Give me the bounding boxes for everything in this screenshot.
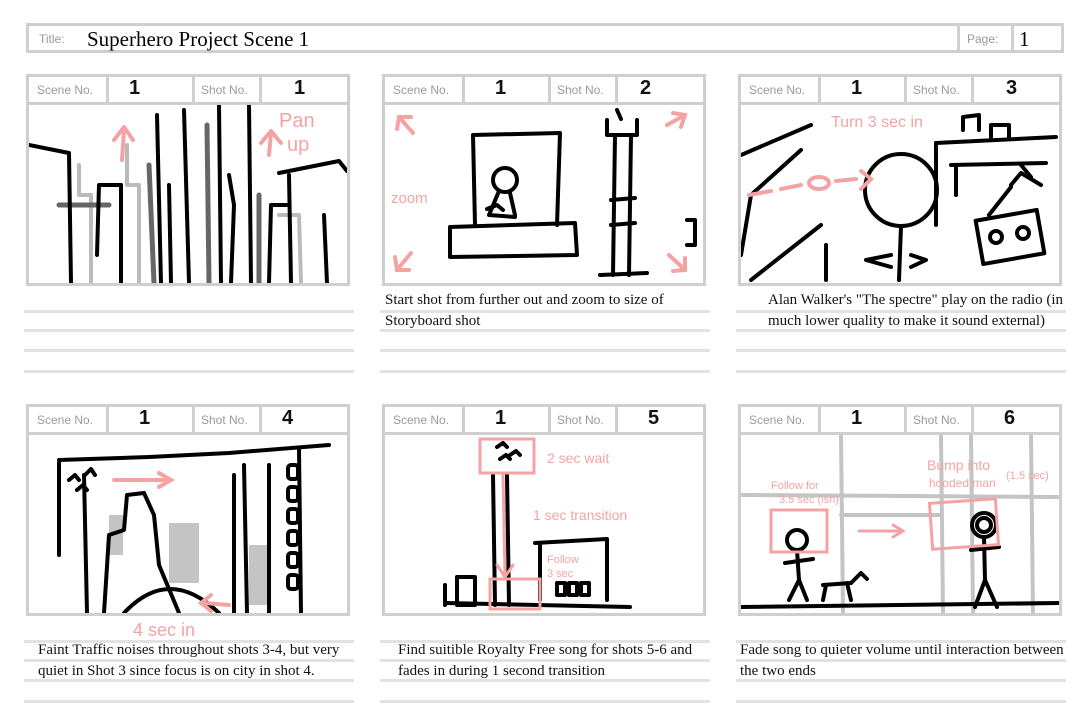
annotation-4-sec-in: 4 sec in	[133, 620, 196, 640]
sketch-city-skyline	[57, 443, 331, 613]
scene-label: Scene No.	[749, 83, 806, 97]
annotation-1-sec-transition: 1 sec transition	[533, 507, 627, 523]
shot-label: Shot No.	[913, 83, 960, 97]
scene-label: Scene No.	[393, 83, 450, 97]
scene-label: Scene No.	[393, 413, 450, 427]
panel-5: Scene No. 1 Shot No. 5 2 sec wait 1 sec …	[382, 404, 706, 616]
panel-3: Scene No. 1 Shot No. 3	[738, 74, 1062, 286]
annotation-bump-into: Bump into	[927, 457, 990, 473]
shot-number: 4	[282, 407, 294, 429]
shot-label: Shot No.	[557, 413, 604, 427]
shot-number: 6	[1004, 407, 1016, 429]
shot-number: 1	[294, 77, 306, 99]
note-panel-2: Start shot from further out and zoom to …	[385, 292, 664, 329]
sketch-city-pan: Pan up	[29, 105, 347, 283]
page-number: 1	[1019, 27, 1030, 51]
scene-label: Scene No.	[749, 413, 806, 427]
panel-1: Scene No. 1 Shot No. 1	[26, 74, 350, 286]
shot-number: 5	[648, 407, 660, 429]
sketch-dog-walk-bump: Follow for 3.5 sec (ish) Bump into (1.5 …	[741, 435, 1059, 613]
title-bar: Title: Superhero Project Scene 1 Page: 1	[26, 23, 1064, 53]
annotation-up: up	[287, 134, 309, 156]
annotation-hooded-man: hooded man	[929, 476, 996, 490]
scene-number: 1	[851, 77, 863, 99]
scene-number: 1	[495, 407, 507, 429]
page-label: Page:	[967, 32, 999, 46]
annotation-follow: Follow	[547, 554, 579, 566]
panel-6: Scene No. 1 Shot No. 6	[738, 404, 1062, 616]
scene-number: 1	[129, 77, 141, 99]
panel-2: Scene No. 1 Shot No. 2 zoom	[382, 74, 706, 286]
annotation-3-5-sec: 3.5 sec (ish)	[779, 494, 839, 506]
shot-label: Shot No.	[201, 413, 248, 427]
annotation-1-5-sec: (1.5 sec)	[1006, 470, 1049, 482]
title-label: Title:	[39, 32, 65, 46]
sketch-radio: Turn 3 sec in	[741, 113, 1058, 282]
annotation-3-sec: 3 sec	[547, 568, 574, 580]
scene-label: Scene No.	[37, 83, 94, 97]
shot-label: Shot No.	[557, 83, 604, 97]
note-panel-4: Faint Traffic noises throughout shots 3-…	[38, 642, 340, 679]
shot-number: 3	[1006, 77, 1018, 99]
note-panel-5: Find suitible Royalty Free song for shot…	[398, 642, 693, 679]
scene-number: 1	[139, 407, 151, 429]
shot-label: Shot No.	[913, 413, 960, 427]
annotation-turn: Turn 3 sec in	[831, 114, 923, 131]
panel-4: Scene No. 1 Shot No. 4	[26, 404, 350, 616]
scene-label: Scene No.	[37, 413, 94, 427]
shot-number: 2	[640, 77, 652, 99]
sketch-window-zoom: zoom	[391, 108, 697, 277]
storyboard-title: Superhero Project Scene 1	[87, 27, 310, 51]
sketch-tower-transition: 2 sec wait 1 sec transition Follow 3 sec	[443, 437, 632, 611]
scene-number: 1	[495, 77, 507, 99]
note-panel-3: Alan Walker's "The spectre" play on the …	[768, 292, 1064, 329]
scene-number: 1	[851, 407, 863, 429]
note-panel-6: Fade song to quieter volume until intera…	[740, 642, 1064, 679]
shot-label: Shot No.	[201, 83, 248, 97]
annotation-2-sec-wait: 2 sec wait	[547, 450, 609, 466]
annotation-follow-for: Follow for	[771, 480, 819, 492]
annotation-zoom: zoom	[391, 190, 428, 207]
annotation-pan: Pan	[279, 110, 315, 132]
